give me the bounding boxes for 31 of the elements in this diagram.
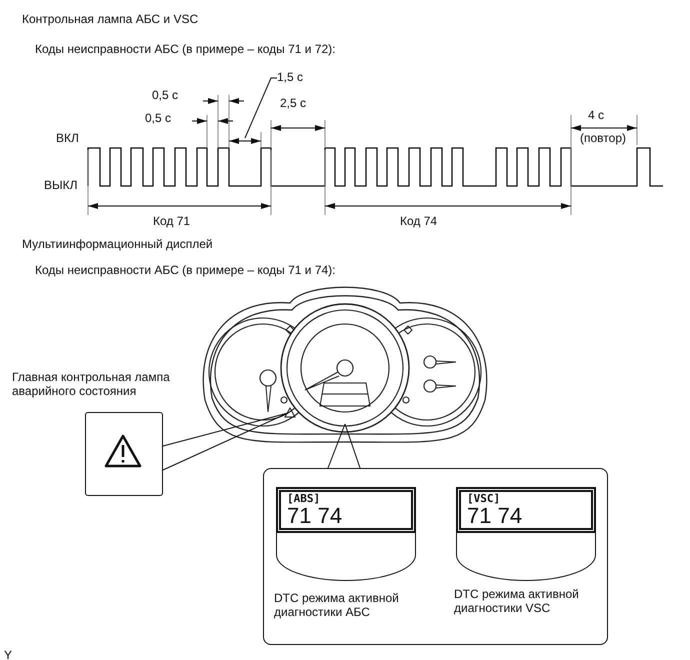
- callout-label: Главная контрольная лампа аварийного состояния: [12, 370, 171, 398]
- duration-label: 1,5 с: [277, 70, 304, 84]
- callout-box: [85, 412, 163, 496]
- state-label: ВКЛ: [56, 131, 79, 145]
- duration-label: 4 с: [588, 108, 604, 122]
- duration-label: 0,5 с: [145, 111, 172, 125]
- display-code-text: 71 74: [467, 505, 522, 527]
- callout-leader: [244, 78, 278, 138]
- code-label: Код 71: [153, 214, 190, 228]
- duration-label: 0,5 с: [152, 88, 178, 102]
- state-label: ВЫКЛ: [44, 178, 78, 192]
- duration-label: 2,5 с: [280, 96, 306, 110]
- dimension-line: [228, 138, 262, 144]
- display-mode-text: [VSC]: [467, 493, 500, 505]
- display-mode-text: [ABS]: [287, 493, 320, 505]
- display-code-text: 71 74: [287, 505, 342, 527]
- figure-id: Y: [4, 648, 12, 660]
- display-callout-box: [263, 468, 608, 645]
- subheading: Коды неисправности АБС (в примере – коды 71 и 72):: [35, 42, 336, 56]
- code-label: Код 74: [400, 214, 438, 228]
- instrument-cluster-drawing: [202, 286, 488, 443]
- repeat-note: (повтор): [580, 131, 626, 145]
- heading: Контрольная лампа АБС и VSC: [22, 12, 198, 26]
- display-unit: [276, 487, 416, 581]
- display-caption: DTC режима активной диагностики VSC: [454, 587, 580, 615]
- display-unit: [456, 487, 596, 581]
- heading: Мультиинформационный дисплей: [22, 237, 213, 251]
- callout-leader: [328, 424, 360, 468]
- display-caption: DTC режима активной диагностики АБС: [274, 591, 400, 619]
- subheading: Коды неисправности АБС (в примере – коды 71 и 74):: [35, 263, 336, 277]
- callout-leader: [162, 412, 288, 470]
